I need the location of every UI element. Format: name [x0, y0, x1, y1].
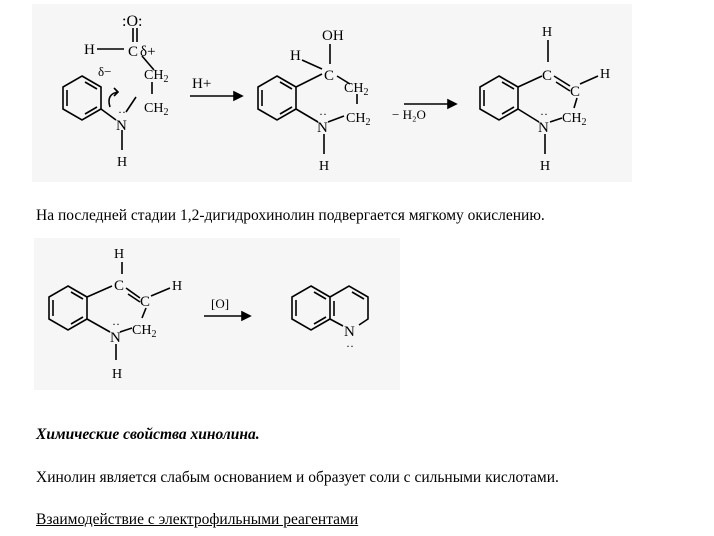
atom-h: H	[84, 42, 95, 58]
atom-h-right: H	[600, 67, 610, 82]
arrow-label-oxidant: [O]	[211, 296, 229, 311]
scheme-1-svg: :O: H C δ+ δ− CH2 CH2 N ·· H H+ OH H C C…	[62, 13, 610, 174]
group-ch2: CH2	[562, 111, 586, 128]
atom-n: N	[317, 120, 328, 136]
lone-pair: ··	[346, 339, 354, 353]
molecule-amino-aldehyde: :O: H C δ+ δ− CH2 CH2 N ·· H	[62, 13, 168, 170]
section-heading: Химические свойства хинолина.	[36, 426, 260, 443]
atom-c4: C	[542, 68, 552, 84]
group-ch2-a: CH2	[344, 81, 368, 98]
atom-h-right: H	[172, 279, 182, 294]
molecule-dihydroquinoline: H C C H CH2 N ·· H	[48, 247, 182, 382]
atom-n: N	[116, 118, 127, 134]
paragraph-oxidation: На последней стадии 1,2-дигидрохинолин п…	[36, 207, 545, 224]
molecule-quinoline: N ··	[291, 285, 369, 353]
lone-pair: ··	[319, 107, 327, 121]
partial-charge-minus: δ−	[98, 64, 111, 79]
atom-h-top: H	[114, 247, 124, 262]
group-oh: OH	[322, 28, 344, 44]
subheading-electrophilic: Взаимодействие с электрофильными реагент…	[36, 511, 359, 528]
lone-pair: ··	[118, 105, 126, 119]
atom-h-top: H	[542, 25, 552, 40]
reaction-scheme-cyclization: :O: H C δ+ δ− CH2 CH2 N ·· H H+ OH H C C…	[32, 4, 632, 182]
atom-nh: H	[117, 155, 127, 170]
atom-c3: C	[570, 84, 580, 100]
partial-charge-plus: δ+	[140, 44, 156, 60]
arrow-label-acid: H+	[192, 76, 211, 92]
reaction-arrow-oxidation: [O]	[204, 296, 252, 322]
atom-n: N	[344, 324, 355, 340]
atom-o: :O:	[122, 13, 142, 30]
atom-c4: C	[114, 278, 124, 294]
lone-pair: ··	[540, 107, 548, 121]
paragraph-basicity: Хинолин является слабым основанием и обр…	[36, 469, 559, 486]
molecule-hydroxy-tetrahydroquinoline: OH H C CH2 CH2 N ·· H	[257, 28, 370, 174]
arrow-label-water: − H₂O	[392, 107, 426, 122]
reaction-arrow-1: H+	[190, 76, 244, 102]
scheme-2-svg: H C C H CH2 N ·· H [O] N ··	[48, 247, 369, 382]
atom-nh: H	[540, 159, 550, 174]
group-ch2-b: CH2	[144, 101, 168, 118]
reaction-scheme-oxidation: H C C H CH2 N ·· H [O] N ··	[34, 238, 400, 390]
atom-c3: C	[140, 294, 150, 310]
atom-h: H	[290, 48, 301, 64]
reaction-arrow-2: − H₂O	[392, 98, 458, 122]
molecule-dihydroquinoline: H C C H CH2 N ·· H	[479, 25, 610, 174]
atom-n: N	[538, 120, 549, 136]
atom-nh: H	[112, 367, 122, 382]
atom-nh: H	[319, 159, 329, 174]
atom-c: C	[324, 68, 334, 84]
atom-n: N	[110, 330, 121, 346]
lone-pair: ··	[112, 317, 120, 331]
group-ch2-b: CH2	[346, 111, 370, 128]
group-ch2-a: CH2	[144, 68, 168, 85]
atom-c: C	[128, 44, 138, 60]
group-ch2: CH2	[132, 323, 156, 340]
